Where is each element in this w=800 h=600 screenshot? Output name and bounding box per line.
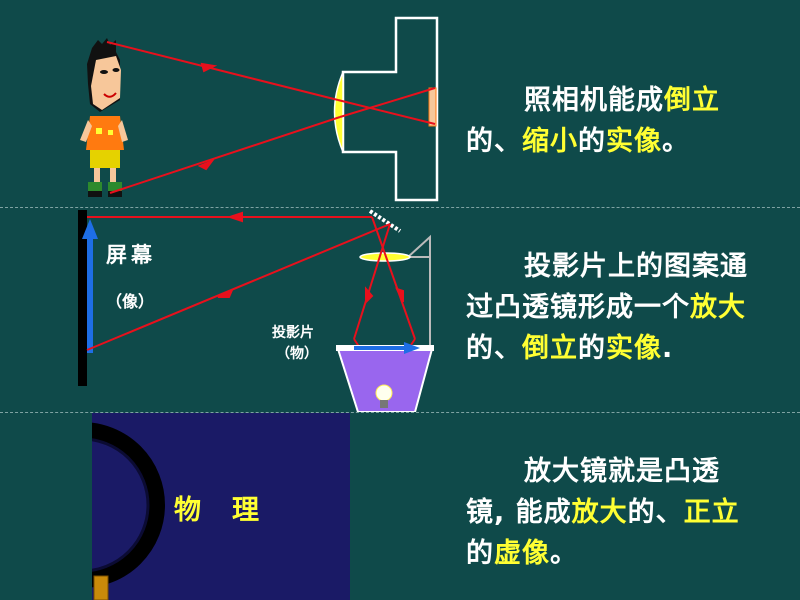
projector-text-5: 实像 — [606, 333, 662, 364]
projector-mirror — [368, 209, 402, 233]
magnifier-description: 放大镜就是凸透镜, 能成放大的、正立的虚像。 — [466, 451, 756, 574]
magnifier-text-1: 放大 — [571, 497, 628, 528]
camera-text-6: 。 — [662, 126, 690, 157]
camera-rays — [106, 41, 436, 194]
magnifier-panel: 物 理 — [92, 413, 350, 600]
camera-text-1: 倒立 — [664, 85, 720, 116]
camera-lens — [333, 71, 344, 153]
camera-body — [341, 16, 439, 202]
projection-screen — [78, 210, 87, 386]
camera-diagram — [80, 16, 439, 202]
magnifier-icon — [92, 422, 165, 600]
camera-text-0: 照相机能成 — [524, 85, 664, 116]
section-divider-1 — [0, 207, 800, 208]
camera-text-5: 实像 — [606, 126, 662, 157]
magnifier-text-3: 正立 — [683, 497, 740, 528]
projector-diagram — [78, 209, 434, 412]
projector-description: 投影片上的图案通过凸透镜形成一个放大的、倒立的实像. — [466, 246, 756, 369]
image-label: （像） — [106, 292, 155, 311]
object-label: （物） — [276, 346, 318, 362]
slide-label: 投影片 — [272, 325, 314, 341]
camera-text-4: 的 — [578, 126, 606, 157]
projector-text-1: 放大 — [690, 292, 746, 323]
section-divider-2 — [0, 412, 800, 413]
magnifier-text-6: 。 — [550, 538, 578, 569]
slide-object-arrow — [354, 342, 420, 354]
projector-text-3: 倒立 — [522, 333, 578, 364]
magnifier-text-4: 的 — [466, 538, 494, 569]
lens-holder — [407, 234, 431, 347]
projector-text-4: 的 — [578, 333, 606, 364]
camera-text-2: 的、 — [466, 126, 522, 157]
projector-text-6: . — [662, 333, 674, 364]
camera-film-image — [428, 87, 437, 127]
projector-text-2: 的、 — [466, 333, 522, 364]
camera-text-3: 缩小 — [522, 126, 578, 157]
magnifier-text-5: 虚像 — [494, 538, 550, 569]
projector-text-0: 投影片上的图案通过凸透镜形成一个 — [466, 251, 748, 323]
boy-figure — [80, 38, 128, 197]
screen-label: 屏幕 — [106, 242, 156, 267]
magnifier-label: 物 理 — [174, 495, 261, 526]
magnifier-text-2: 的、 — [627, 497, 684, 528]
magnifier-text-0: 放大镜就是凸透镜, 能成 — [466, 456, 720, 528]
bulb-icon — [375, 384, 393, 408]
camera-description: 照相机能成倒立的、缩小的实像。 — [466, 80, 756, 162]
projected-image-arrow — [82, 219, 98, 353]
